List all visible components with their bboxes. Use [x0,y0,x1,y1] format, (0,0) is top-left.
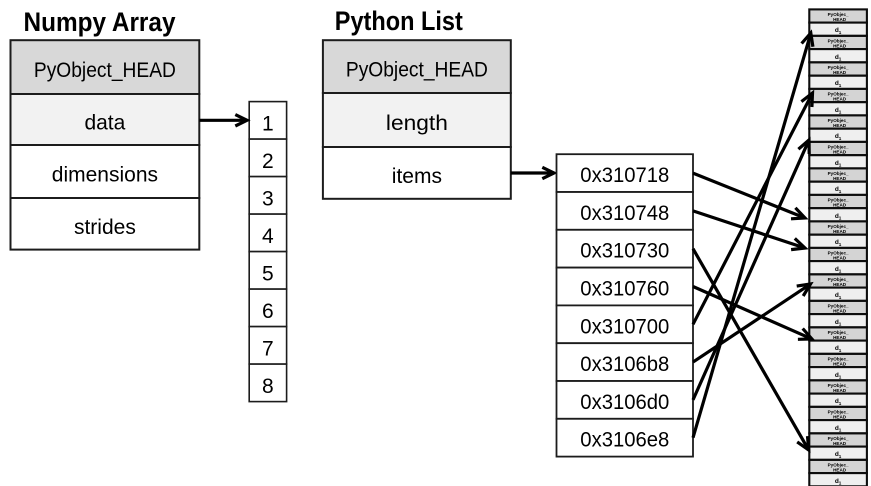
svg-text:d1: d1 [835,27,842,35]
svg-text:0x310730: 0x310730 [580,240,669,263]
svg-text:PyObjec_: PyObjec_ [828,224,849,229]
svg-text:d1: d1 [835,107,842,115]
svg-text:PyObjec_: PyObjec_ [828,65,849,70]
svg-text:HEAD: HEAD [833,361,847,366]
svg-text:HEAD: HEAD [833,282,847,287]
svg-text:HEAD: HEAD [833,441,847,446]
svg-text:d1: d1 [835,425,842,433]
svg-text:PyObjec_: PyObjec_ [828,12,849,17]
svg-text:PyObjec_: PyObjec_ [828,463,849,468]
svg-text:PyObjec_: PyObjec_ [828,198,849,203]
svg-text:d1: d1 [835,451,842,459]
svg-text:4: 4 [262,225,274,248]
svg-text:PyObjec_: PyObjec_ [828,277,849,282]
svg-text:Numpy Array: Numpy Array [24,7,176,37]
svg-text:strides: strides [74,216,136,239]
svg-text:d1: d1 [835,398,842,406]
svg-text:d1: d1 [835,213,842,221]
svg-text:PyObject_HEAD: PyObject_HEAD [346,59,488,82]
svg-text:PyObjec_: PyObjec_ [828,330,849,335]
svg-text:d1: d1 [835,266,842,274]
svg-text:d1: d1 [835,372,842,380]
svg-text:PyObjec_: PyObjec_ [828,410,849,415]
svg-text:1: 1 [262,112,274,135]
svg-text:PyObjec_: PyObjec_ [828,145,849,150]
svg-text:HEAD: HEAD [833,467,847,472]
svg-text:0x310760: 0x310760 [580,278,669,301]
svg-text:dimensions: dimensions [52,164,158,187]
svg-text:d1: d1 [835,239,842,247]
svg-text:0x3106d0: 0x3106d0 [580,391,669,414]
svg-text:HEAD: HEAD [833,335,847,340]
svg-text:HEAD: HEAD [833,149,847,154]
svg-text:d1: d1 [835,292,842,300]
svg-text:Python List: Python List [335,6,463,36]
svg-text:PyObjec_: PyObjec_ [828,39,849,44]
svg-text:HEAD: HEAD [833,255,847,260]
svg-text:6: 6 [262,300,274,323]
svg-text:d1: d1 [835,186,842,194]
svg-text:PyObjec_: PyObjec_ [828,251,849,256]
svg-text:d1: d1 [835,133,842,141]
svg-text:PyObjec_: PyObjec_ [828,92,849,97]
svg-text:d1: d1 [835,160,842,168]
svg-text:8: 8 [262,375,274,398]
svg-text:HEAD: HEAD [833,388,847,393]
svg-text:HEAD: HEAD [833,70,847,75]
svg-text:length: length [386,112,448,135]
svg-text:0x3106e8: 0x3106e8 [580,429,669,452]
svg-text:HEAD: HEAD [833,176,847,181]
svg-text:PyObjec_: PyObjec_ [828,436,849,441]
svg-text:PyObjec_: PyObjec_ [828,304,849,309]
svg-text:PyObjec_: PyObjec_ [828,357,849,362]
svg-text:HEAD: HEAD [833,414,847,419]
svg-text:PyObjec_: PyObjec_ [828,118,849,123]
svg-text:0x3106b8: 0x3106b8 [580,353,669,376]
svg-text:0x310748: 0x310748 [580,202,669,225]
svg-text:HEAD: HEAD [833,96,847,101]
svg-text:HEAD: HEAD [833,17,847,22]
svg-text:HEAD: HEAD [833,123,847,128]
svg-text:HEAD: HEAD [833,308,847,313]
svg-text:d1: d1 [835,345,842,353]
svg-text:d1: d1 [835,319,842,327]
svg-text:5: 5 [262,262,274,285]
svg-text:7: 7 [262,337,274,360]
svg-text:d1: d1 [835,54,842,62]
svg-text:0x310700: 0x310700 [580,315,669,338]
svg-text:2: 2 [262,150,274,173]
svg-text:data: data [84,112,125,135]
svg-text:3: 3 [262,187,274,210]
svg-text:PyObjec_: PyObjec_ [828,171,849,176]
svg-text:d1: d1 [835,80,842,88]
svg-text:items: items [392,165,442,188]
svg-text:HEAD: HEAD [833,202,847,207]
svg-text:d1: d1 [835,478,842,486]
svg-text:HEAD: HEAD [833,229,847,234]
svg-text:0x310718: 0x310718 [580,164,669,187]
svg-text:HEAD: HEAD [833,43,847,48]
svg-text:PyObject_HEAD: PyObject_HEAD [34,59,176,82]
svg-text:PyObjec_: PyObjec_ [828,383,849,388]
